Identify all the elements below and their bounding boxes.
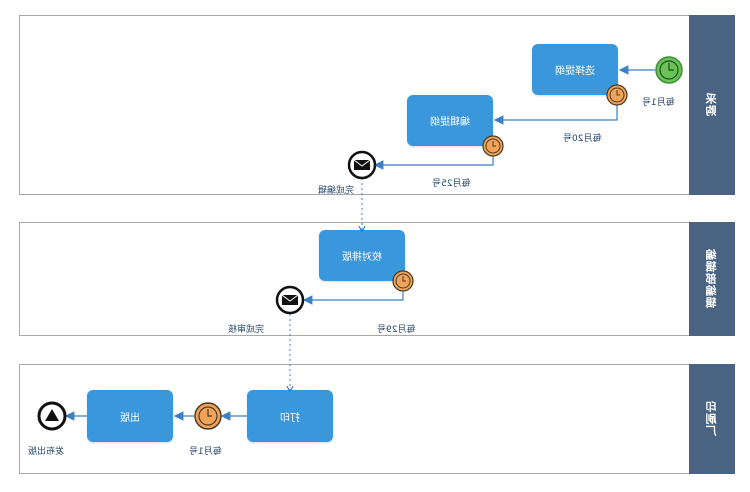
task-select-outline[interactable]: 选择提纲 [532,44,618,95]
lane-3-header: 印刷厂 [689,364,735,474]
task-write-manuscript[interactable]: 编辑提纲 [407,95,493,146]
label-monthly-1-top: 每月1号 [642,98,675,108]
task-proofread[interactable]: 校对排版 [319,230,405,281]
timer-icon-write [482,135,504,157]
end-event-icon [37,401,67,431]
label-monthly-20: 每月20号 [563,134,602,144]
label-monthly-29: 每月29号 [377,325,416,335]
label-monthly-25: 每月25号 [432,179,471,189]
label-monthly-1-bottom: 每月1号 [189,447,222,457]
timer-icon-select [606,84,628,106]
lane-2-header: 编辑部编辑 [689,222,735,336]
message-event-icon-1 [347,150,377,180]
flow-select-to-write [493,94,618,125]
label-finish-writing: 完成编辑 [318,186,355,196]
flow-proof-to-message [302,281,404,305]
start-timer-icon [655,56,683,84]
label-finish-proof: 完成审核 [228,325,265,335]
task-publish[interactable]: 出版 [87,390,173,442]
label-publish-done: 发布出版 [28,447,65,457]
timer-icon-proof [392,270,414,292]
flow-write-to-message [373,146,494,170]
lane-1-header: 采购 [689,15,735,195]
message-event-icon-2 [275,285,305,315]
timer-intermediate-icon [194,402,222,430]
task-print[interactable]: 打印 [247,390,333,442]
